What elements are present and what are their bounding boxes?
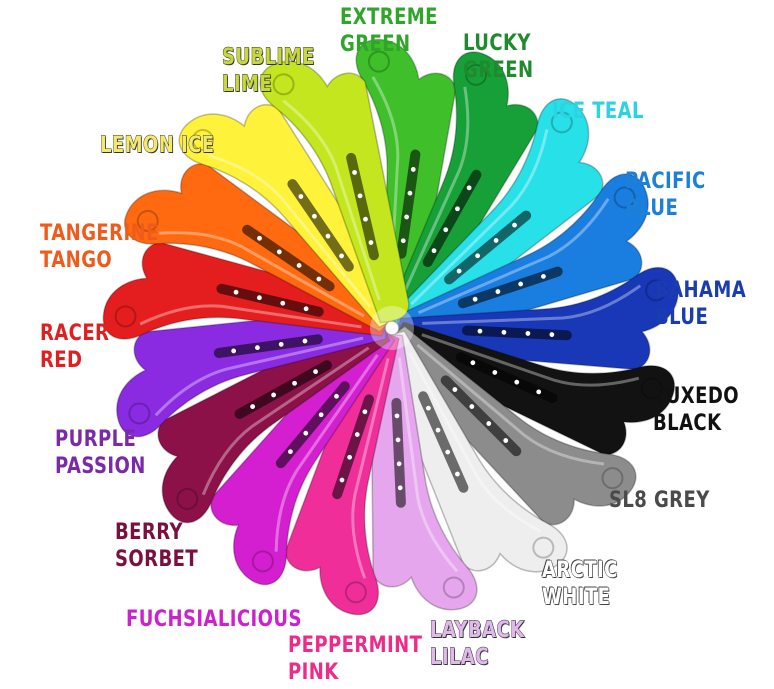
blade-ice-teal: [390, 98, 604, 336]
label-peppermint-pink: PEPPERMINT PINK: [288, 633, 423, 685]
label-purple-passion: PURPLE PASSION: [55, 427, 146, 479]
wheel-hub: [370, 306, 414, 350]
label-pacific-blue: PACIFIC BLUE: [625, 169, 706, 221]
label-sl8-grey: SL8 GREY: [609, 488, 710, 513]
blade-peppermint-pink: [284, 331, 400, 616]
blade-tangerine-tango: [123, 163, 394, 333]
blade-extreme-green: [355, 38, 457, 323]
blade-sublime-lime: [259, 60, 410, 324]
blade-berry-sorbet: [157, 316, 391, 524]
label-lucky-green: LUCKY GREEN: [463, 31, 534, 83]
label-tangerine-tango: TANGERINE TANGO: [40, 221, 159, 273]
label-ice-teal: ICE TEAL: [552, 99, 644, 124]
label-fuchsialicious: FUCHSIALICIOUS: [126, 607, 302, 632]
label-sublime-lime: SUBLIME LIME: [222, 45, 315, 98]
label-tuxedo-black: TUXEDO BLACK: [653, 384, 739, 436]
blade-purple-passion: [116, 308, 387, 438]
blade-tuxedo-black: [393, 321, 676, 456]
label-layback-lilac: LAYBACK LILAC: [430, 618, 525, 671]
label-berry-sorbet: BERRY SORBET: [115, 520, 199, 572]
label-lemon-ice: LEMON ICE: [100, 133, 215, 159]
label-arctic-white: ARCTIC WHITE: [542, 558, 618, 611]
blade-sl8-grey: [386, 325, 637, 526]
blade-racer-red: [102, 241, 388, 340]
label-extreme-green: EXTREME GREEN: [340, 5, 438, 57]
blade-layback-lilac: [370, 334, 478, 611]
label-racer-red: RACER RED: [40, 321, 110, 373]
label-bahama-blue: BAHAMA BLUE: [655, 278, 747, 330]
